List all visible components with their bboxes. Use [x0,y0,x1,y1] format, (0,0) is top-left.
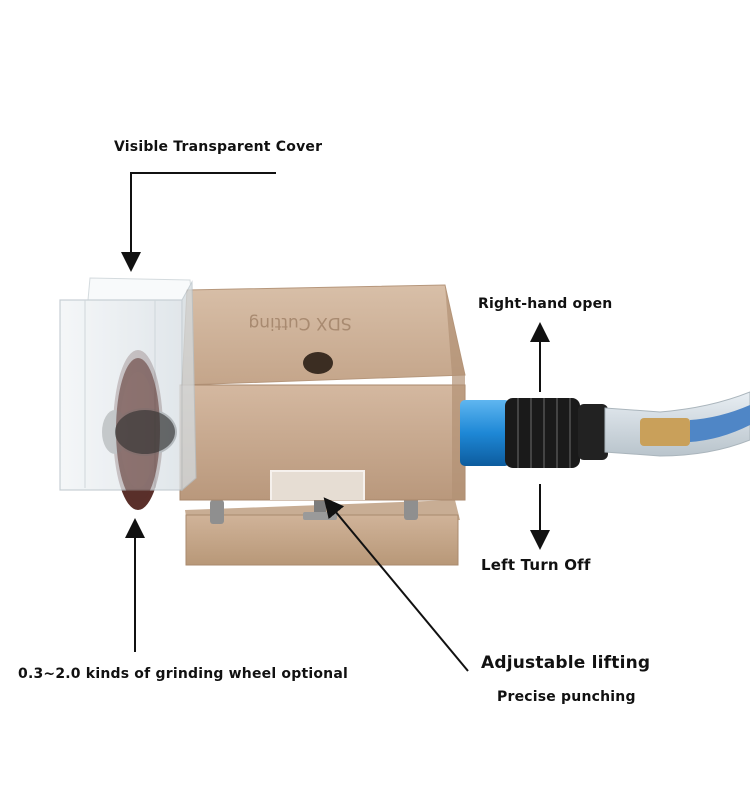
motor-sleeve [460,400,510,466]
lifting-label: Adjustable lifting [481,653,651,673]
body-front [179,384,466,501]
control-collar [505,398,608,468]
wheel-label: 0.3~2.0 kinds of grinding wheel optional [18,666,348,682]
lifting-arrow [323,497,469,672]
punching-label: Precise punching [497,689,636,705]
right-open-label: Right-hand open [478,296,613,312]
air-hose [604,391,750,457]
base-plate [185,496,460,566]
cover-label: Visible Transparent Cover [114,139,323,155]
left-off-label: Left Turn Off [481,556,591,574]
engraved-label: SDX Cutting [248,313,351,333]
cover-callout-line [121,172,276,272]
